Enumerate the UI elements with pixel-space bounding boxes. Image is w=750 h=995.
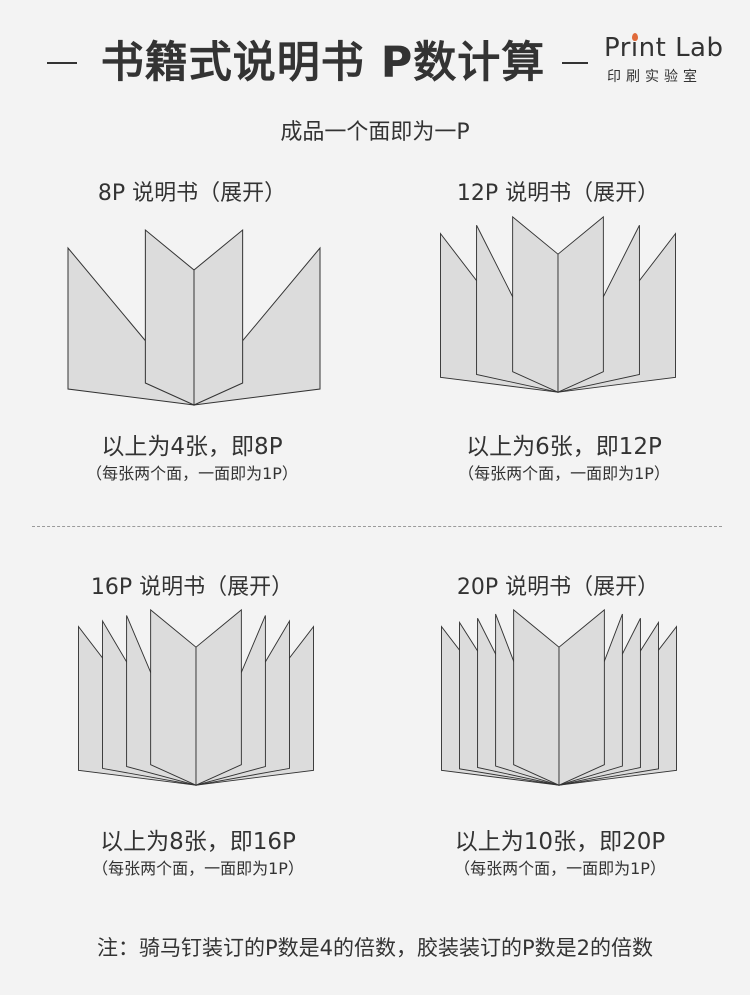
booklet-page-right-3 — [557, 215, 604, 393]
booklet-page-right-4 — [195, 608, 242, 786]
panel-title-8p: 8P 说明书（展开） — [97, 181, 287, 206]
booklet-page-left-2 — [144, 228, 195, 406]
caption-16p: 以上为8张，即16P — [100, 829, 296, 855]
title-dash-right — [562, 62, 588, 64]
booklet-12p-illustration — [440, 215, 676, 393]
booklet-page-left-4 — [150, 608, 197, 786]
note-16p: （每张两个面，一面即为1P） — [92, 859, 304, 878]
booklet-page-right-5 — [558, 608, 605, 786]
booklet-page-left-3 — [512, 215, 559, 393]
note-8p: （每张两个面，一面即为1P） — [86, 464, 298, 483]
booklet-page-left-5 — [513, 608, 560, 786]
booklet-16p-illustration — [78, 608, 314, 786]
title-dash-left — [47, 62, 77, 64]
booklet-page-right-2 — [193, 228, 244, 406]
panel-title-16p: 16P 说明书（展开） — [90, 575, 294, 600]
caption-8p: 以上为4张，即8P — [101, 434, 283, 460]
subtitle: 成品一个面即为一P — [280, 120, 470, 145]
section-divider — [32, 526, 722, 527]
logo-ink-drop-icon — [632, 33, 638, 41]
note-20p: （每张两个面，一面即为1P） — [454, 859, 666, 878]
panel-title-12p: 12P 说明书（展开） — [456, 181, 660, 206]
caption-12p: 以上为6张，即12P — [466, 434, 662, 460]
note-12p: （每张两个面，一面即为1P） — [458, 464, 670, 483]
footer-note: 注：骑马钉装订的P数是4的倍数，胶装装订的P数是2的倍数 — [96, 936, 654, 960]
page-title: 书籍式说明书 P数计算 — [100, 38, 546, 88]
logo-name: Print Lab — [604, 33, 724, 63]
panel-title-20p: 20P 说明书（展开） — [456, 575, 660, 600]
booklet-8p-illustration — [67, 228, 321, 406]
logo-subtitle: 印刷实验室 — [607, 69, 702, 85]
booklet-20p-illustration — [441, 608, 677, 786]
caption-20p: 以上为10张，即20P — [454, 829, 666, 855]
